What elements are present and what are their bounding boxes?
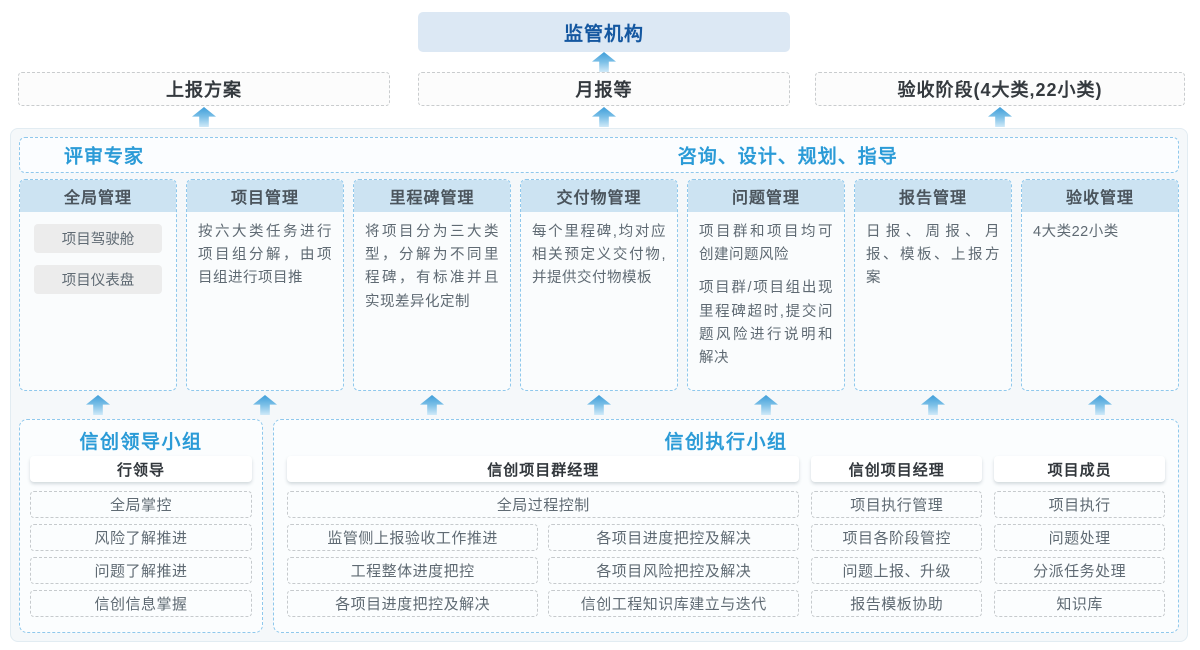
program-manager-duties: 监管侧上报验收工作推进 各项目进度把控及解决 工程整体进度把控 各项目风险把控及… — [287, 524, 800, 623]
up-arrow-icon — [592, 107, 616, 127]
teams-row: 信创领导小组 行领导 全局掌控 风险了解推进 问题了解推进 信创信息掌握 信创执… — [19, 419, 1179, 633]
column-deliverable-management: 交付物管理 每个里程碑,均对应相关预定义交付物,并提供交付物模板 — [520, 179, 678, 391]
duty-item: 监管侧上报验收工作推进 — [287, 524, 539, 551]
column-arrows-row — [19, 391, 1179, 419]
duty-item: 信创信息掌握 — [30, 590, 252, 617]
column-project-management: 项目管理 按六大类任务进行项目组分解，由项目组进行项目推 — [186, 179, 344, 391]
stage-label: 月报等 — [575, 80, 633, 100]
up-arrow-icon — [587, 395, 611, 415]
column-header: 报告管理 — [855, 180, 1011, 212]
role-project-manager: 信创项目经理 — [811, 456, 983, 482]
up-arrow-icon — [86, 395, 110, 415]
review-experts-label: 评审专家 — [64, 146, 145, 168]
duty-item: 知识库 — [994, 590, 1165, 617]
column-issue-management: 问题管理 项目群和项目均可创建问题风险 项目群/项目组出现里程碑超时,提交问题风… — [687, 179, 845, 391]
column-header: 里程碑管理 — [354, 180, 510, 212]
description-paragraph: 按六大类任务进行项目组分解，由项目组进行项目推 — [198, 224, 332, 287]
description-paragraph: 日报、周报、月报、模板、上报方案 — [866, 224, 1000, 287]
experts-band: 评审专家 咨询、设计、规划、指导 — [19, 137, 1179, 173]
up-arrow-icon — [192, 107, 216, 127]
up-arrow-icon — [754, 395, 778, 415]
up-arrow-icon — [420, 395, 444, 415]
column-description: 按六大类任务进行项目组分解，由项目组进行项目推 — [187, 212, 343, 310]
column-acceptance-management: 验收管理 4大类22小类 — [1021, 179, 1179, 391]
column-description: 4大类22小类 — [1022, 212, 1178, 263]
column-description: 将项目分为三大类型，分解为不同里程碑，有标准并且实现差异化定制 — [354, 212, 510, 333]
stage-box-report-plan: 上报方案 — [18, 72, 390, 106]
column-global-management: 全局管理 项目驾驶舱 项目仪表盘 — [19, 179, 177, 391]
duty-item: 项目各阶段管控 — [811, 524, 983, 551]
duty-item: 报告模板协助 — [811, 590, 983, 617]
program-manager-section: 信创项目群经理 全局过程控制 监管侧上报验收工作推进 各项目进度把控及解决 工程… — [287, 456, 800, 623]
duty-item: 问题处理 — [994, 524, 1165, 551]
column-description: 项目群和项目均可创建问题风险 项目群/项目组出现里程碑超时,提交问题风险进行说明… — [688, 212, 844, 389]
column-milestone-management: 里程碑管理 将项目分为三大类型，分解为不同里程碑，有标准并且实现差异化定制 — [353, 179, 511, 391]
project-member-section: 项目成员 项目执行 问题处理 分派任务处理 知识库 — [994, 456, 1165, 623]
execution-group: 信创执行小组 信创项目群经理 全局过程控制 监管侧上报验收工作推进 各项目进度把… — [273, 419, 1179, 633]
duty-item: 问题上报、升级 — [811, 557, 983, 584]
duty-item: 问题了解推进 — [30, 557, 252, 584]
duty-item: 各项目进度把控及解决 — [287, 590, 539, 617]
execution-group-title: 信创执行小组 — [664, 431, 788, 453]
leadership-group: 信创领导小组 行领导 全局掌控 风险了解推进 问题了解推进 信创信息掌握 — [19, 419, 263, 633]
regulator-label: 监管机构 — [563, 23, 644, 45]
duty-item: 全局过程控制 — [287, 491, 800, 518]
role-bank-leaders: 行领导 — [30, 456, 252, 482]
duty-item: 风险了解推进 — [30, 524, 252, 551]
role-program-manager: 信创项目群经理 — [287, 456, 800, 482]
description-paragraph: 项目群和项目均可创建问题风险 — [699, 224, 833, 264]
chip-project-dashboard: 项目仪表盘 — [34, 265, 162, 294]
description-paragraph: 项目群/项目组出现里程碑超时,提交问题风险进行说明和解决 — [699, 280, 833, 366]
description-paragraph: 4大类22小类 — [1033, 224, 1119, 240]
duty-item: 项目执行管理 — [811, 491, 983, 518]
duty-item: 信创工程知识库建立与迭代 — [548, 590, 800, 617]
column-report-management: 报告管理 日报、周报、月报、模板、上报方案 — [854, 179, 1012, 391]
consulting-design-label: 咨询、设计、规划、指导 — [677, 146, 898, 168]
column-header: 验收管理 — [1022, 180, 1178, 212]
project-manager-section: 信创项目经理 项目执行管理 项目各阶段管控 问题上报、升级 报告模板协助 — [811, 456, 983, 623]
up-arrow-icon — [592, 52, 616, 72]
leadership-group-title: 信创领导小组 — [79, 431, 203, 453]
execution-sections: 信创项目群经理 全局过程控制 监管侧上报验收工作推进 各项目进度把控及解决 工程… — [287, 456, 1165, 623]
stage-label: 上报方案 — [166, 80, 242, 100]
stage-box-monthly-report: 月报等 — [418, 72, 790, 106]
management-columns: 全局管理 项目驾驶舱 项目仪表盘 项目管理 按六大类任务进行项目组分解，由项目组… — [19, 179, 1179, 391]
column-description: 每个里程碑,均对应相关预定义交付物,并提供交付物模板 — [521, 212, 677, 310]
column-header: 全局管理 — [20, 180, 176, 212]
stage-box-acceptance: 验收阶段(4大类,22小类) — [815, 72, 1185, 106]
duty-item: 全局掌控 — [30, 491, 252, 518]
duty-item: 各项目进度把控及解决 — [548, 524, 800, 551]
up-arrow-icon — [988, 107, 1012, 127]
up-arrow-icon — [1088, 395, 1112, 415]
role-project-member: 项目成员 — [994, 456, 1165, 482]
column-description: 日报、周报、月报、模板、上报方案 — [855, 212, 1011, 310]
chip-project-cockpit: 项目驾驶舱 — [34, 224, 162, 253]
duty-item: 工程整体进度把控 — [287, 557, 539, 584]
column-header: 问题管理 — [688, 180, 844, 212]
column-header: 交付物管理 — [521, 180, 677, 212]
duty-item: 各项目风险把控及解决 — [548, 557, 800, 584]
duty-item: 项目执行 — [994, 491, 1165, 518]
up-arrow-icon — [253, 395, 277, 415]
column-header: 项目管理 — [187, 180, 343, 212]
platform-container: 评审专家 咨询、设计、规划、指导 全局管理 项目驾驶舱 项目仪表盘 项目管理 按… — [10, 128, 1188, 642]
regulator-box: 监管机构 — [418, 12, 790, 52]
description-paragraph: 每个里程碑,均对应相关预定义交付物,并提供交付物模板 — [532, 224, 666, 287]
up-arrow-icon — [921, 395, 945, 415]
description-paragraph: 将项目分为三大类型，分解为不同里程碑，有标准并且实现差异化定制 — [365, 224, 499, 310]
duty-item: 分派任务处理 — [994, 557, 1165, 584]
stage-label: 验收阶段(4大类,22小类) — [897, 80, 1103, 100]
